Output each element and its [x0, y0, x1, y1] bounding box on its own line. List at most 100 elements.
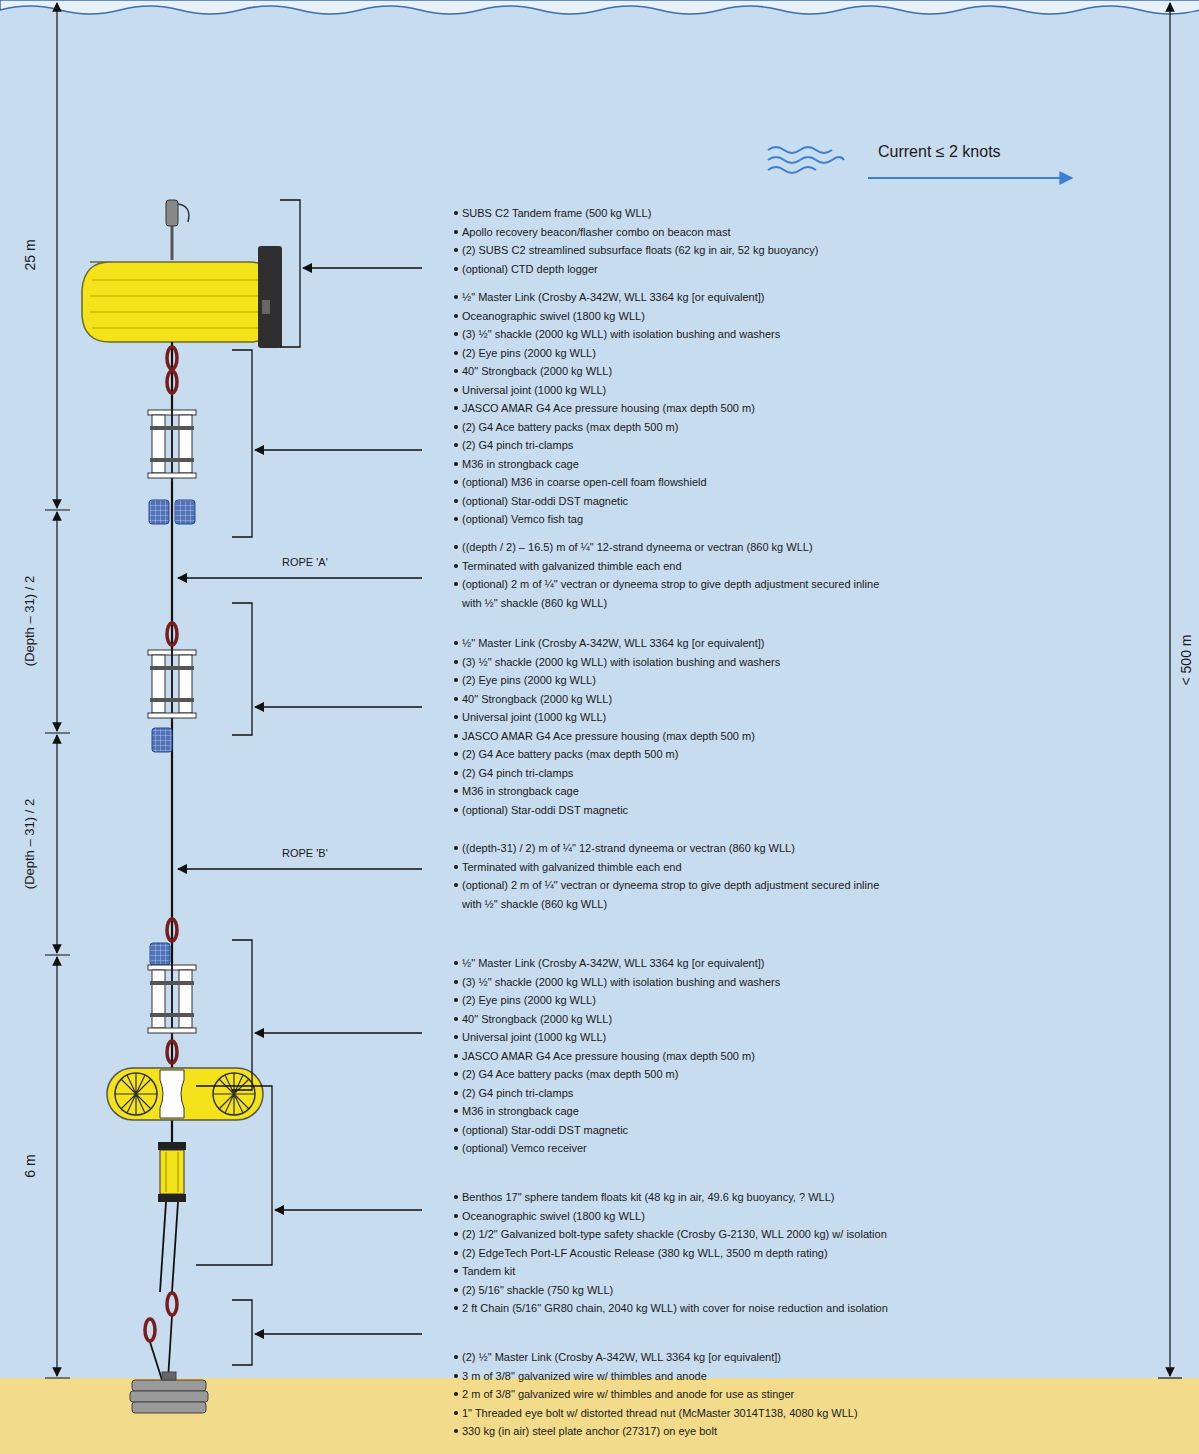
- master-link: [167, 623, 177, 645]
- acoustic-release: [158, 1142, 186, 1202]
- shackle: [167, 371, 177, 393]
- bullet-dot: [454, 789, 458, 793]
- plate-anchor: [130, 1391, 208, 1402]
- bullet-dot: [454, 369, 458, 373]
- rope-label: ROPE 'A': [282, 556, 328, 569]
- part-description: Apollo recovery beacon/flasher combo on …: [462, 223, 730, 242]
- dimension-label: 6 m: [22, 1154, 39, 1177]
- bracket: [232, 603, 252, 735]
- dimension-lines: [56, 735, 57, 953]
- part-description: M36 in strongback cage: [462, 782, 579, 801]
- leader-arrow: [303, 267, 422, 268]
- master-link: [167, 919, 177, 941]
- part-description: (optional) Star-oddi DST magnetic: [462, 492, 628, 511]
- bullet-dot: [454, 517, 458, 521]
- rope-label: ROPE 'B': [282, 847, 328, 860]
- acoustic-release: [158, 1194, 186, 1202]
- subsurface-float: [166, 200, 178, 226]
- part-description: ½" Master Link (Crosby A-342W, WLL 3364 …: [462, 634, 764, 653]
- bullet-dot: [454, 641, 458, 645]
- part-description: Terminated with galvanized thimble each …: [462, 557, 682, 576]
- bracket: [232, 350, 252, 537]
- dimension-label: (Depth – 31) / 2: [22, 576, 38, 666]
- dimension-lines: [56, 3, 57, 508]
- leader-arrow: [255, 1333, 422, 1334]
- part-description: (optional) Star-oddi DST magnetic: [462, 801, 628, 820]
- part-description: (2) G4 Ace battery packs (max depth 500 …: [462, 1065, 678, 1084]
- part-description: (optional) Vemco fish tag: [462, 510, 583, 529]
- bullet-dot: [454, 678, 458, 682]
- bullet-dot: [454, 332, 458, 336]
- anchor-wires: [160, 1202, 166, 1292]
- bullet-dot: [454, 752, 458, 756]
- part-description: JASCO AMAR G4 Ace pressure housing (max …: [462, 1047, 755, 1066]
- benthos-floats: [115, 1073, 255, 1115]
- bullet-dot: [454, 1109, 458, 1113]
- part-description: JASCO AMAR G4 Ace pressure housing (max …: [462, 399, 755, 418]
- current-label: Current ≤ 2 knots: [878, 142, 1001, 161]
- plate-anchor: [162, 1372, 176, 1380]
- amar-recorder: [148, 410, 196, 482]
- part-description: SUBS C2 Tandem frame (500 kg WLL): [462, 204, 651, 223]
- bullet-dot: [454, 1269, 458, 1273]
- amar-recorder: [148, 650, 196, 722]
- dimension-lines: [56, 512, 57, 731]
- part-description: Tandem kit: [462, 1262, 515, 1281]
- part-description: Terminated with galvanized thimble each …: [462, 858, 682, 877]
- part-description: 40" Strongback (2000 kg WLL): [462, 1010, 612, 1029]
- subsurface-float: [82, 200, 282, 348]
- benthos-floats: [213, 1073, 255, 1115]
- acoustic-release: [177, 1152, 179, 1192]
- part-description: M36 in strongback cage: [462, 455, 579, 474]
- bullet-dot: [454, 715, 458, 719]
- bullet-dot: [454, 808, 458, 812]
- benthos-floats: [115, 1073, 157, 1115]
- dimension-label: < 500 m: [1178, 635, 1195, 686]
- acoustic-release: [160, 1150, 184, 1194]
- dimension-label: (Depth – 31) / 2: [22, 799, 38, 889]
- part-description: M36 in strongback cage: [462, 1102, 579, 1121]
- bullet-dot: [454, 545, 458, 549]
- part-description: Oceanographic swivel (1800 kg WLL): [462, 1207, 645, 1226]
- bullet-dot: [454, 564, 458, 568]
- bullet-dot: [454, 248, 458, 252]
- hydrophone: [152, 728, 172, 752]
- bullet-dot: [454, 499, 458, 503]
- part-description: (optional) Vemco receiver: [462, 1139, 587, 1158]
- benthos-floats: [160, 1070, 184, 1118]
- anchor-wires: [172, 1202, 178, 1292]
- current-symbol: [768, 147, 832, 153]
- master-link: [167, 347, 177, 369]
- hydrophone: [150, 943, 170, 965]
- bullet-dot: [454, 1072, 458, 1076]
- part-description: 1" Threaded eye bolt w/ distorted thread…: [462, 1404, 858, 1423]
- benthos-floats: [213, 1073, 255, 1115]
- amar-recorder: [148, 965, 196, 1037]
- bullet-dot: [454, 1054, 458, 1058]
- bullet-dot: [454, 211, 458, 215]
- subsurface-float: [262, 300, 270, 314]
- bullet-dot: [454, 697, 458, 701]
- dimension-lines: [1169, 3, 1170, 1376]
- bracket: [196, 1086, 272, 1265]
- part-description: 2 ft Chain (5/16" GR80 chain, 2040 kg WL…: [462, 1299, 888, 1318]
- part-description: (optional) CTD depth logger: [462, 260, 598, 279]
- bullet-dot: [454, 1128, 458, 1132]
- bullet-dot: [454, 1374, 458, 1378]
- part-description: (optional) M36 in coarse open-cell foam …: [462, 473, 707, 492]
- plate-anchor: [130, 1372, 208, 1413]
- part-description: (2) 5/16" shackle (750 kg WLL): [462, 1281, 613, 1300]
- bullet-dot: [454, 230, 458, 234]
- current-symbol: [768, 167, 816, 173]
- part-description: (2) ½" Master Link (Crosby A-342W, WLL 3…: [462, 1348, 781, 1367]
- part-description: 2 m of 3/8" galvanized wire w/ thimbles …: [462, 1385, 794, 1404]
- bullet-dot: [454, 1306, 458, 1310]
- subsurface-float: [258, 246, 282, 348]
- subsurface-float: [82, 262, 270, 342]
- acoustic-release: [165, 1152, 167, 1192]
- master-link: [167, 1293, 177, 1315]
- mooring-line: [171, 718, 173, 965]
- part-description: Universal joint (1000 kg WLL): [462, 1028, 606, 1047]
- part-description: (2) Eye pins (2000 kg WLL): [462, 991, 596, 1010]
